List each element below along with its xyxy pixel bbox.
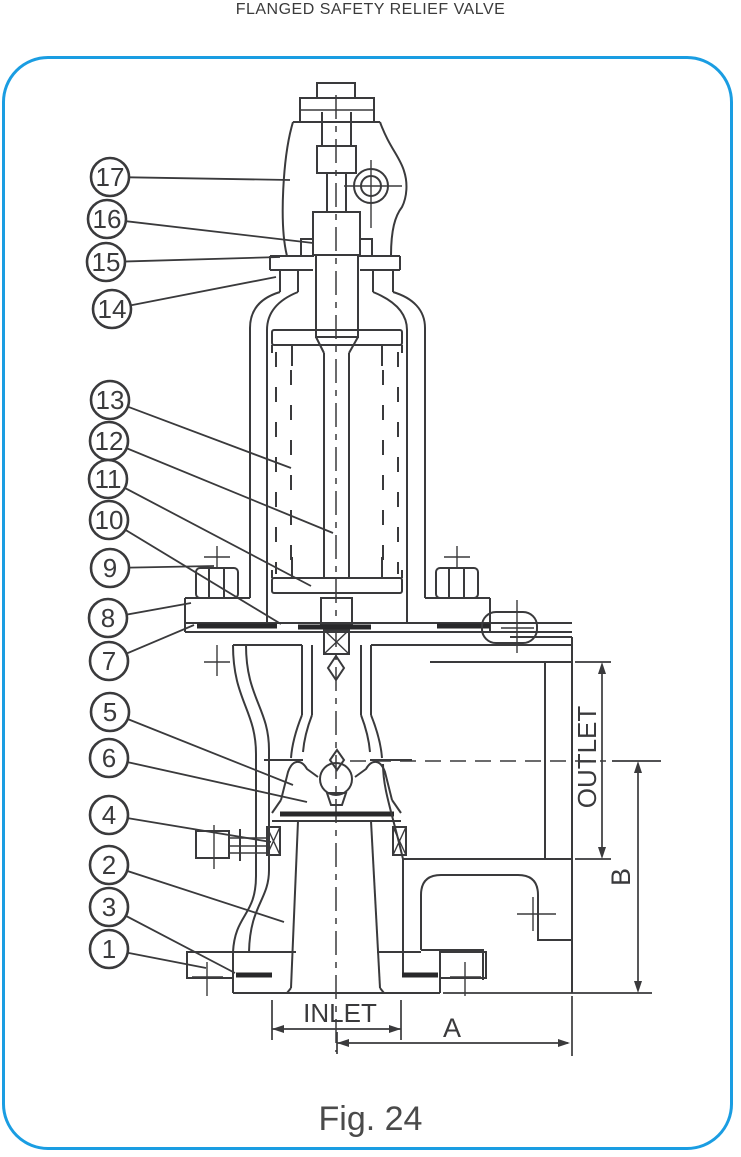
callout-number: 11 [95,464,122,494]
callout-7: 7 [88,624,195,682]
callout-circle [89,156,131,198]
callout-circle [88,640,130,682]
callout-circle [89,547,131,589]
callout-number: 3 [102,892,116,922]
callout-number: 16 [93,204,122,234]
bonnet-top [249,211,426,331]
callout-4: 4 [88,794,272,843]
callout-number: 6 [102,743,116,773]
callout-6: 6 [88,737,308,803]
callout-leader-line [130,276,277,307]
figure-frame [2,56,733,1150]
callout-11: 11 [87,458,312,587]
lever-pin [344,160,402,228]
callout-circle [86,198,128,240]
callout-leader-line [124,256,281,263]
callout-number: 4 [102,800,116,830]
callout-leader-line [126,602,192,616]
callout-5: 5 [89,691,294,786]
callout-number: 1 [102,934,116,964]
callout-circle [89,379,131,421]
callout-circle [88,737,130,779]
inlet-label: INLET [303,998,377,1028]
bonnet-flange [184,546,572,676]
inlet-dimension: INLET [271,998,402,1040]
callout-1: 1 [88,928,207,970]
figure-caption: Fig. 24 [318,1100,423,1138]
callout-number: 15 [92,247,121,277]
spindle [315,254,359,682]
dim-a: A [336,996,573,1056]
callout-leader-line [127,405,292,469]
callout-number: 13 [96,385,125,415]
cap-and-lever-housing [281,82,408,257]
callout-15: 15 [85,241,281,283]
callout-circle [88,794,130,836]
callout-circle [89,691,131,733]
callout-circle [87,458,129,500]
callout-leader-line [127,817,272,843]
callout-leader-line [128,176,291,181]
callout-16: 16 [86,198,314,244]
callout-number: 2 [102,850,116,880]
callout-leader-line [125,220,314,244]
callout-circle [88,928,130,970]
callout-circle [85,241,127,283]
callout-number: 12 [95,426,124,456]
body-left-wall [195,644,270,953]
callout-12: 12 [88,420,334,534]
callout-leader-line [126,870,285,923]
callout-number: 5 [103,697,117,727]
callout-number: 9 [103,553,117,583]
callout-13: 13 [89,379,292,469]
callout-number: 7 [102,646,116,676]
centerlines [335,95,606,1052]
callout-17: 17 [89,156,291,198]
callout-leader-line [125,915,236,974]
page-title: FLANGED SAFETY RELIEF VALVE [235,1,506,18]
callout-leader-line [126,624,195,655]
callout-circle [88,499,130,541]
callout-circle [88,844,130,886]
callout-leader-line [124,529,282,625]
callout-8: 8 [87,597,192,639]
callout-leader-line [127,951,207,969]
dim-a-label: A [443,1013,461,1043]
callout-9: 9 [89,547,215,589]
callout-leader-line [127,718,294,786]
callout-number: 17 [96,162,125,192]
callout-circle [87,597,129,639]
dim-b-label: B [606,868,636,886]
callout-circle [88,886,130,928]
callout-layer: 17 16 15 14 13 12 11 10 9 8 7 5 6 4 2 3 1 [85,156,334,974]
outlet-flange [382,600,573,993]
outlet-label: OUTLET [572,706,602,809]
disc-guide [264,645,412,761]
callout-3: 3 [88,886,236,974]
callout-leader-line [127,761,308,803]
inlet-flange [186,951,652,996]
outlet-dimension: OUTLET [572,661,611,860]
callout-10: 10 [88,499,282,625]
callout-leader-line [124,487,312,587]
callout-number: 10 [95,505,124,535]
callout-number: 8 [101,603,115,633]
dim-b: B [606,760,661,993]
callout-leader-line [128,565,215,569]
callout-leader-line [126,447,334,534]
spring-assembly [271,329,403,594]
callout-circle [91,288,133,330]
callout-number: 14 [98,294,127,324]
callout-2: 2 [88,844,285,923]
callout-14: 14 [91,276,277,330]
